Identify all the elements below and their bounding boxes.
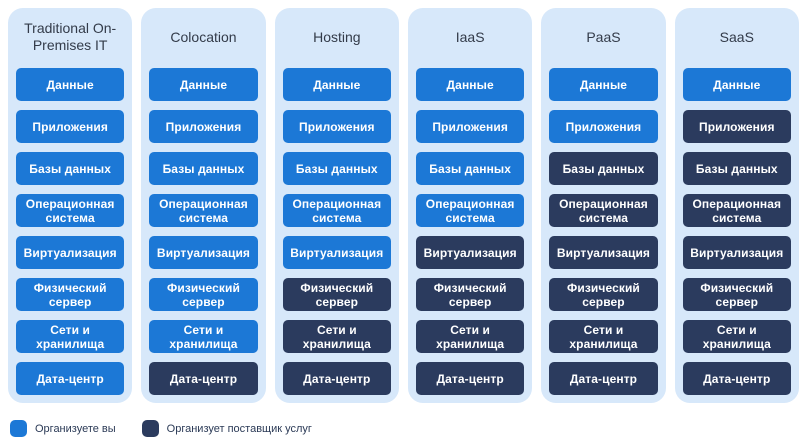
layer-cell-physical-server: Физический сервер — [549, 278, 658, 311]
layer-cell-os: Операционная система — [16, 194, 125, 227]
layer-cell-datacenter: Дата-центр — [282, 362, 391, 395]
layer-cell-applications: Приложения — [149, 110, 258, 143]
layer-cell-os: Операционная система — [549, 194, 658, 227]
layer-cell-virtualization: Виртуализация — [149, 236, 258, 269]
layer-cell-network-storage: Сети и хранилища — [682, 320, 791, 353]
layer-cell-applications: Приложения — [282, 110, 391, 143]
layer-cell-network-storage: Сети и хранилища — [415, 320, 525, 353]
layer-cell-data: Данные — [149, 68, 258, 101]
layer-cell-applications: Приложения — [682, 110, 791, 143]
layer-cell-databases: Базы данных — [149, 152, 258, 185]
layer-stack: Данные Приложения Базы данных Операционн… — [282, 68, 391, 395]
layer-stack: Данные Приложения Базы данных Операционн… — [149, 68, 258, 395]
layer-cell-network-storage: Сети и хранилища — [16, 320, 125, 353]
layer-cell-os: Операционная система — [682, 194, 791, 227]
layer-cell-data: Данные — [682, 68, 791, 101]
column-title: Colocation — [170, 28, 237, 45]
layer-cell-databases: Базы данных — [16, 152, 125, 185]
column-traditional-on-premises: Traditional On-Premises IT Данные Прилож… — [8, 8, 133, 403]
column-hosting: Hosting Данные Приложения Базы данных Оп… — [274, 8, 399, 403]
legend: Организуете вы Организует поставщик услу… — [8, 420, 799, 437]
layer-cell-datacenter: Дата-центр — [149, 362, 258, 395]
layer-cell-network-storage: Сети и хранилища — [549, 320, 658, 353]
layer-cell-applications: Приложения — [549, 110, 658, 143]
legend-label: Организует поставщик услуг — [166, 422, 312, 435]
layer-cell-databases: Базы данных — [415, 152, 525, 185]
layer-cell-network-storage: Сети и хранилища — [282, 320, 391, 353]
layer-cell-data: Данные — [16, 68, 125, 101]
layer-cell-applications: Приложения — [16, 110, 125, 143]
legend-label: Организуете вы — [35, 422, 116, 435]
layer-cell-physical-server: Физический сервер — [16, 278, 125, 311]
you-color-swatch-icon — [10, 420, 27, 437]
layer-cell-datacenter: Дата-центр — [16, 362, 125, 395]
layer-cell-datacenter: Дата-центр — [682, 362, 791, 395]
layer-cell-datacenter: Дата-центр — [549, 362, 658, 395]
column-title: SaaS — [719, 28, 754, 45]
layer-cell-data: Данные — [415, 68, 525, 101]
column-colocation: Colocation Данные Приложения Базы данных… — [141, 8, 266, 403]
column-saas: SaaS Данные Приложения Базы данных Опера… — [674, 8, 799, 403]
column-title: Traditional On-Premises IT — [24, 20, 117, 53]
column-title: PaaS — [586, 28, 621, 45]
legend-item-provider: Организует поставщик услуг — [141, 420, 312, 437]
layer-cell-datacenter: Дата-центр — [415, 362, 525, 395]
column-title: IaaS — [455, 28, 485, 45]
layer-stack: Данные Приложения Базы данных Операционн… — [682, 68, 791, 395]
layer-cell-physical-server: Физический сервер — [282, 278, 391, 311]
layer-cell-physical-server: Физический сервер — [682, 278, 791, 311]
layer-cell-applications: Приложения — [415, 110, 525, 143]
layer-cell-databases: Базы данных — [682, 152, 791, 185]
column-paas: PaaS Данные Приложения Базы данных Опера… — [541, 8, 666, 403]
column-iaas: IaaS Данные Приложения Базы данных Опера… — [407, 8, 533, 403]
column-title: Hosting — [313, 28, 361, 45]
layer-cell-data: Данные — [549, 68, 658, 101]
layer-stack: Данные Приложения Базы данных Операционн… — [16, 68, 125, 395]
layer-cell-os: Операционная система — [415, 194, 525, 227]
layer-cell-data: Данные — [282, 68, 391, 101]
layer-cell-databases: Базы данных — [282, 152, 391, 185]
layer-stack: Данные Приложения Базы данных Операционн… — [415, 68, 525, 395]
layer-cell-physical-server: Физический сервер — [415, 278, 525, 311]
layer-cell-physical-server: Физический сервер — [149, 278, 258, 311]
layer-cell-virtualization: Виртуализация — [16, 236, 125, 269]
layer-stack: Данные Приложения Базы данных Операционн… — [549, 68, 658, 395]
legend-item-you: Организуете вы — [10, 420, 116, 437]
layer-cell-virtualization: Виртуализация — [282, 236, 391, 269]
layer-cell-virtualization: Виртуализация — [415, 236, 525, 269]
provider-color-swatch-icon — [141, 420, 159, 437]
layer-cell-os: Операционная система — [282, 194, 391, 227]
layer-cell-virtualization: Виртуализация — [549, 236, 658, 269]
columns-row: Traditional On-Premises IT Данные Прилож… — [8, 8, 799, 403]
layer-cell-network-storage: Сети и хранилища — [149, 320, 258, 353]
layer-cell-virtualization: Виртуализация — [682, 236, 791, 269]
layer-cell-databases: Базы данных — [549, 152, 658, 185]
layer-cell-os: Операционная система — [149, 194, 258, 227]
